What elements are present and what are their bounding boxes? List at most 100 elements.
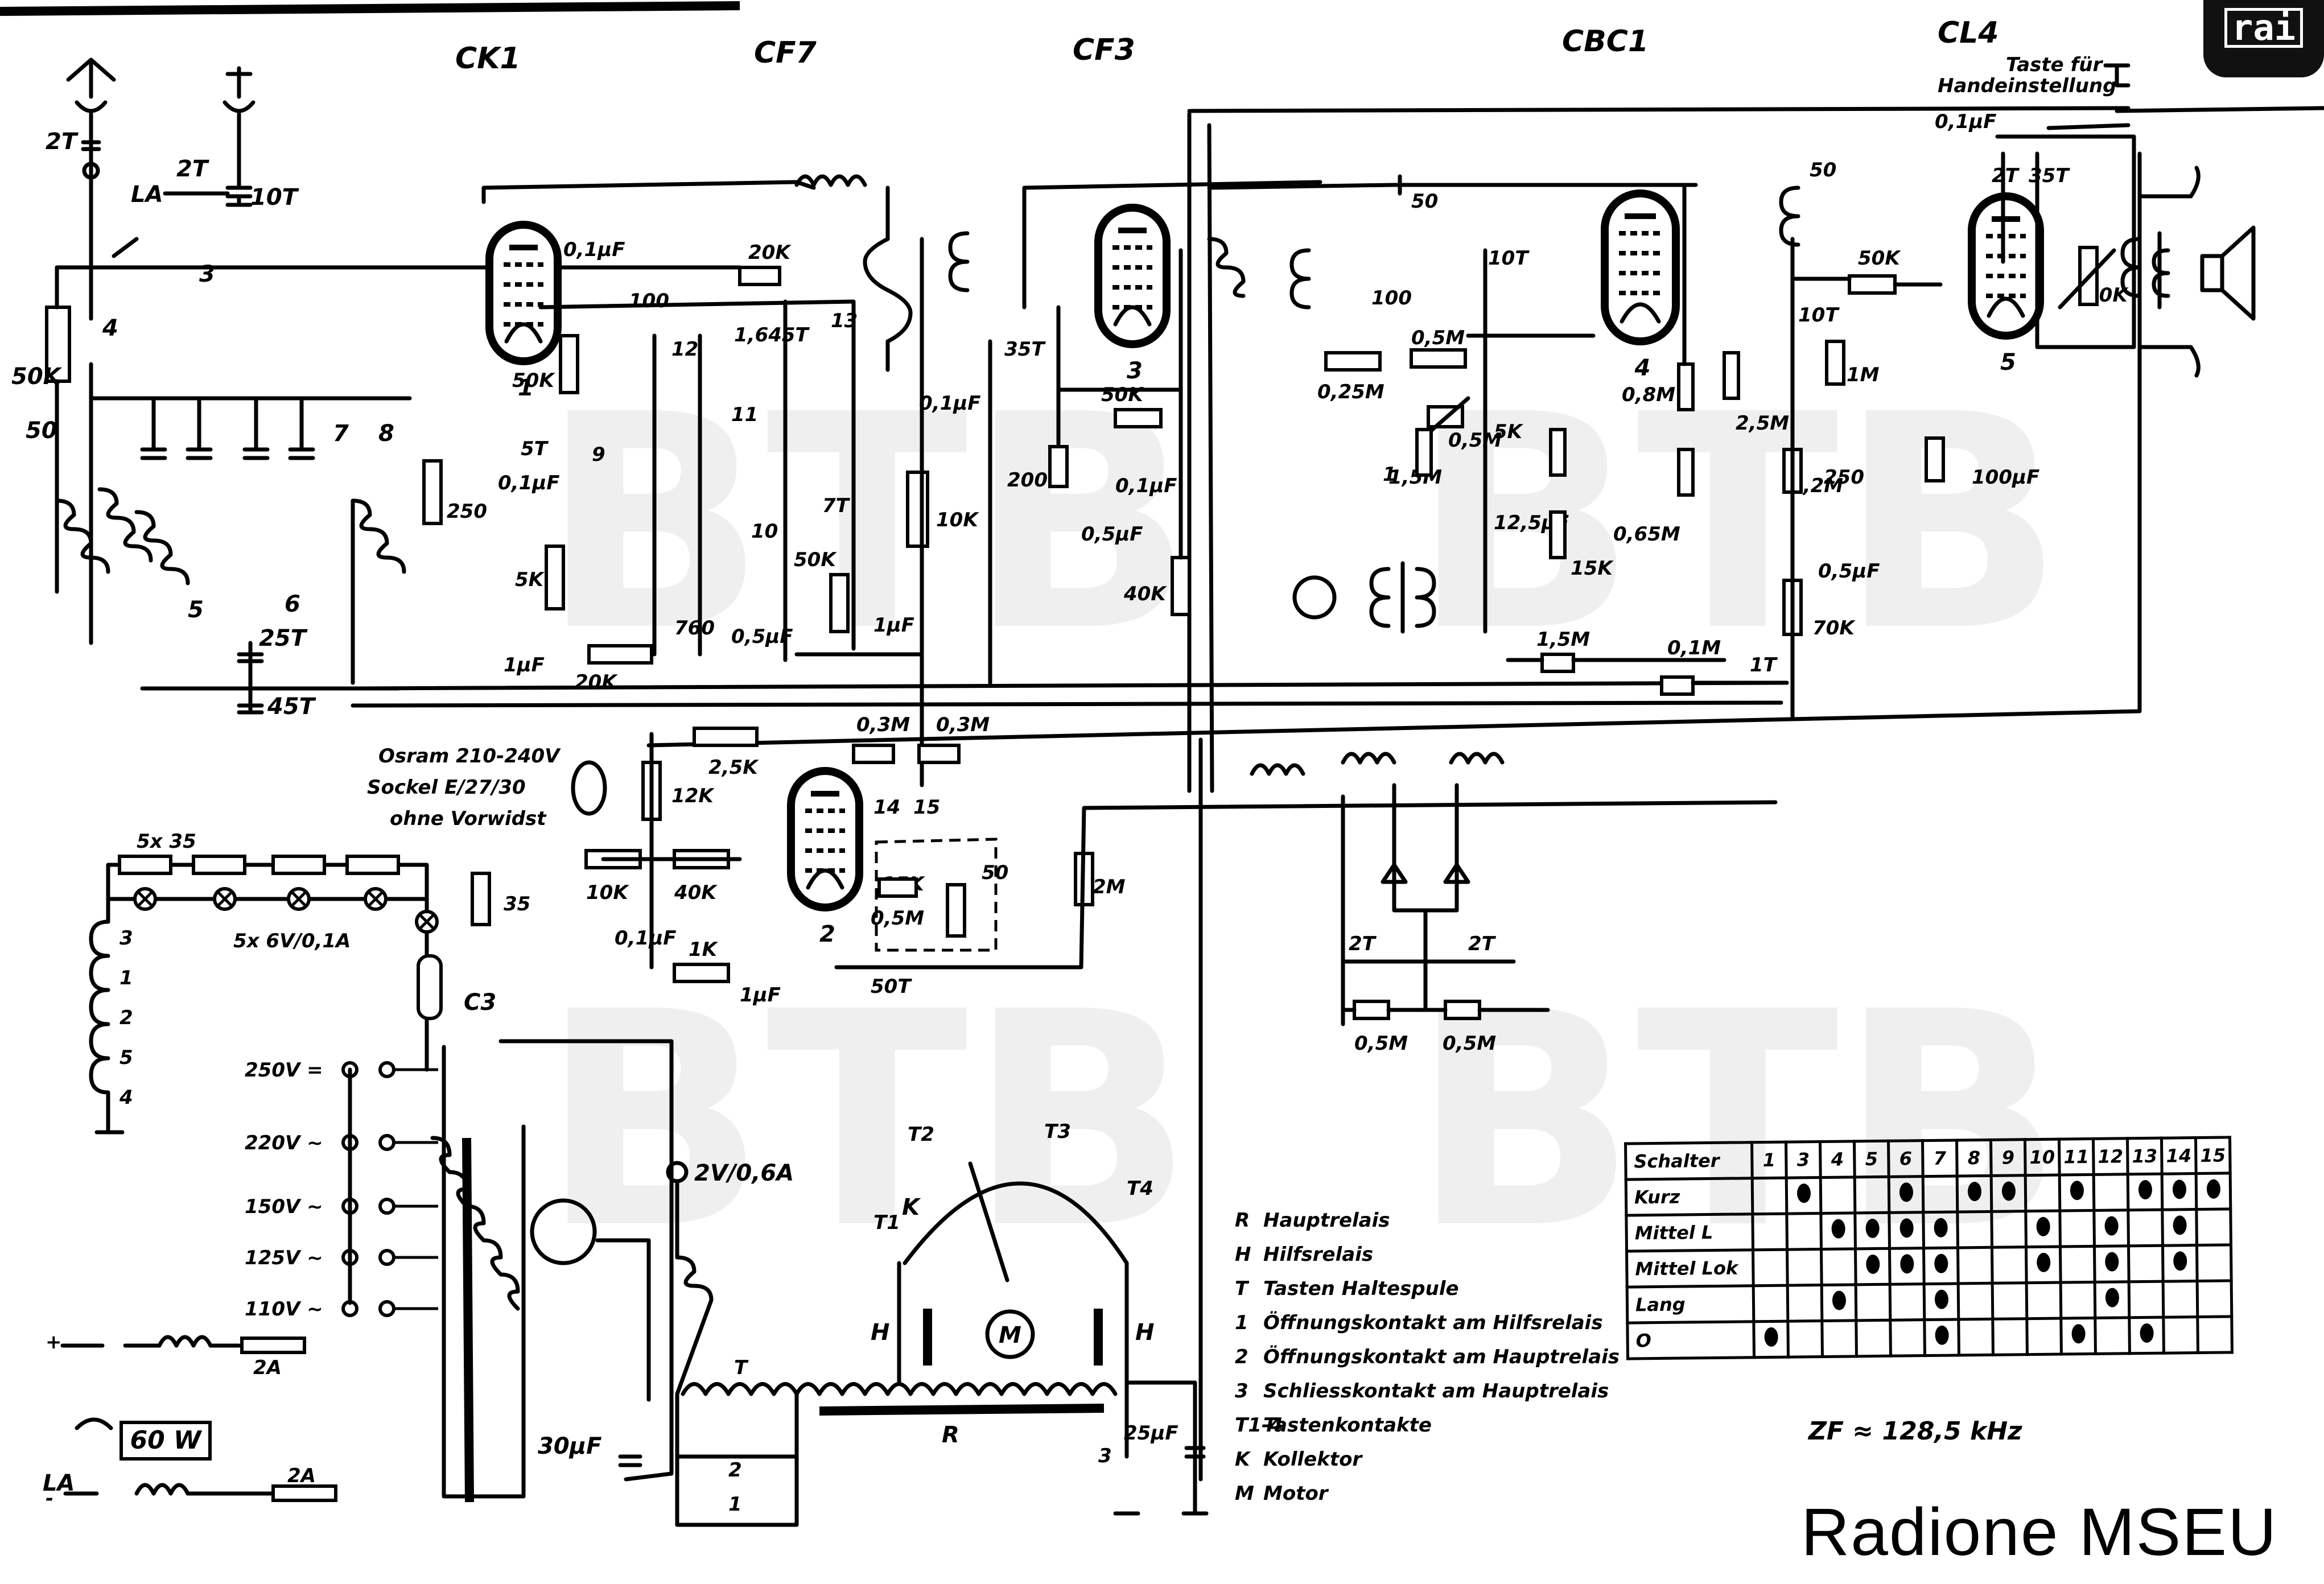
- svg-text:1M: 1M: [1847, 364, 1880, 386]
- aux-relay-cores: [923, 1309, 1103, 1366]
- resistor: [118, 855, 172, 875]
- svg-text:2T: 2T: [176, 156, 209, 182]
- table-cell: [1958, 1283, 1993, 1319]
- tube-number: 2: [819, 921, 835, 947]
- legend-text: Öffnungskontakt am Hilfsrelais: [1263, 1311, 1603, 1334]
- resistor: [738, 266, 781, 286]
- tube-envelope-icon: [787, 767, 863, 911]
- resistor: [693, 727, 759, 747]
- table-cell: [1924, 1283, 1959, 1320]
- svg-text:11: 11: [731, 403, 758, 426]
- table-cell: [1786, 1177, 1821, 1214]
- svg-text:K: K: [902, 1194, 921, 1220]
- switch-closed-dot: [2173, 1251, 2187, 1271]
- switch-closed-dot: [1865, 1218, 1880, 1239]
- tube-cbc1: 4: [1601, 189, 1680, 381]
- band-label: Kurz: [1626, 1178, 1753, 1216]
- table-cell: [1958, 1247, 1993, 1284]
- oscillator-choke: [794, 174, 867, 187]
- resistor: [471, 872, 491, 926]
- table-cell: [2025, 1211, 2061, 1247]
- voltage-tap-terminal[interactable]: [378, 1249, 395, 1266]
- resistor: [1825, 340, 1845, 386]
- legend-key: K: [1235, 1448, 1250, 1471]
- tube-number: 5: [2000, 349, 2016, 376]
- svg-text:2T: 2T: [1992, 164, 2020, 187]
- svg-text:7T: 7T: [822, 494, 851, 517]
- legend-key: T1-4: [1235, 1414, 1283, 1437]
- svg-text:1K: 1K: [689, 938, 719, 961]
- tube-heading-cl4: CL4: [1938, 16, 1999, 50]
- table-column-header: 5: [1854, 1141, 1889, 1177]
- voltage-tap-terminal[interactable]: [378, 1134, 395, 1151]
- table-cell: [1889, 1212, 1924, 1249]
- watermark: BTB: [1411, 351, 2064, 696]
- svg-text:40K: 40K: [1123, 583, 1167, 605]
- resistor: [1415, 428, 1433, 477]
- table-column-header: 9: [1991, 1139, 2026, 1176]
- svg-text:0,1µF: 0,1µF: [919, 392, 980, 415]
- table-cell: [1924, 1319, 1959, 1356]
- dial-lamp-section: 5x 35 5x 6V/0,1A 35 C3 3 1 2 5 4: [89, 830, 530, 1135]
- lamp-cross: [368, 891, 384, 907]
- ground-socket-icon: [222, 66, 256, 207]
- table-cell: [2163, 1281, 2198, 1318]
- svg-text:0,5M: 0,5M: [871, 907, 924, 930]
- tube-heater: [806, 868, 844, 890]
- svg-text:2,5K: 2,5K: [708, 756, 759, 779]
- resistor: [877, 877, 918, 898]
- svg-text:15K: 15K: [1571, 557, 1614, 580]
- table-row: Mittel Lok: [1626, 1244, 2232, 1288]
- voltage-tap-terminal[interactable]: [378, 1198, 395, 1215]
- svg-text:4: 4: [102, 315, 118, 341]
- speaker-icon: [2200, 225, 2256, 321]
- switch-closed-dot: [2001, 1181, 2016, 1201]
- table-cell: [1753, 1249, 1788, 1286]
- tube-heading-ck1: CK1: [455, 42, 521, 76]
- svg-text:30µF: 30µF: [538, 1433, 601, 1459]
- voltage-selector[interactable]: 250V =220V ~150V ~125V ~110V ~: [245, 1059, 438, 1321]
- svg-text:T2: T2: [908, 1123, 934, 1146]
- svg-text:0,1µF: 0,1µF: [1115, 475, 1177, 497]
- pilot-relay-coil: [675, 1181, 714, 1396]
- table-cell: [2196, 1173, 2231, 1210]
- voltage-tap-terminal[interactable]: [378, 1300, 395, 1317]
- document-title: Radione MSEU: [1801, 1495, 2278, 1570]
- power-transformer: [348, 1045, 526, 1499]
- svg-text:10T: 10T: [250, 184, 299, 211]
- svg-text:5x 6V/0,1A: 5x 6V/0,1A: [233, 930, 351, 952]
- switch-closed-dot: [2071, 1324, 2086, 1344]
- voltage-tap-terminal[interactable]: [378, 1061, 395, 1078]
- table-cell: [2059, 1174, 2094, 1211]
- svg-text:H: H: [871, 1319, 889, 1346]
- resistor: [271, 855, 326, 875]
- table-cell: [2094, 1174, 2128, 1211]
- table-cell: [2095, 1317, 2130, 1354]
- voltage-tap-label: 250V =: [245, 1059, 323, 1082]
- svg-text:4: 4: [119, 1086, 133, 1109]
- table-cell: [2129, 1281, 2164, 1318]
- svg-text:50T: 50T: [871, 975, 912, 998]
- svg-text:1,5M: 1,5M: [1536, 628, 1590, 651]
- switch-closed-dot: [1832, 1290, 1846, 1310]
- tube-heater: [1113, 305, 1152, 327]
- table-cell: [1822, 1284, 1856, 1321]
- svg-text:50K: 50K: [1858, 247, 1901, 270]
- table-cell: [2128, 1174, 2162, 1210]
- switch-closed-dot: [1899, 1182, 1913, 1202]
- resistor: [1444, 1000, 1481, 1020]
- svg-text:14: 14: [873, 796, 900, 819]
- manual-key-label: Taste für: [2006, 53, 2103, 76]
- svg-text:2V/0,6A: 2V/0,6A: [694, 1160, 794, 1186]
- lamp-cross: [291, 891, 307, 907]
- svg-text:10: 10: [751, 520, 778, 543]
- svg-text:0,3M: 0,3M: [856, 713, 910, 736]
- svg-text:70K: 70K: [1812, 617, 1856, 640]
- table-cell: [1855, 1212, 1890, 1249]
- table-cell: [1991, 1211, 2026, 1248]
- fuse: [240, 1336, 306, 1354]
- legend-text: Tastenkontakte: [1263, 1414, 1432, 1437]
- svg-text:35T: 35T: [2029, 164, 2070, 187]
